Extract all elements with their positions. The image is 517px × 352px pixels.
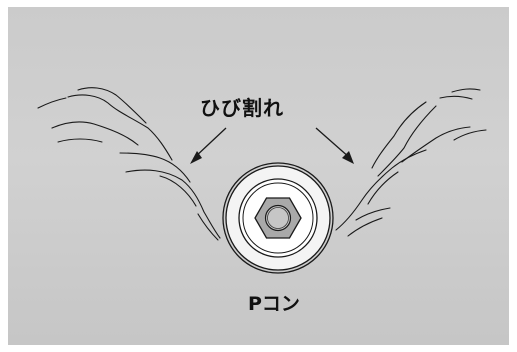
right-cracks [335, 88, 487, 237]
p-cone-bolt-icon [222, 162, 334, 274]
left-cracks [37, 87, 221, 241]
arrow-icon [193, 127, 351, 159]
p-cone-label: Pコン [248, 293, 300, 315]
crack-label: ひび割れ [200, 96, 284, 120]
arrow-head-right [342, 151, 354, 164]
arrow-head-left [190, 151, 202, 164]
